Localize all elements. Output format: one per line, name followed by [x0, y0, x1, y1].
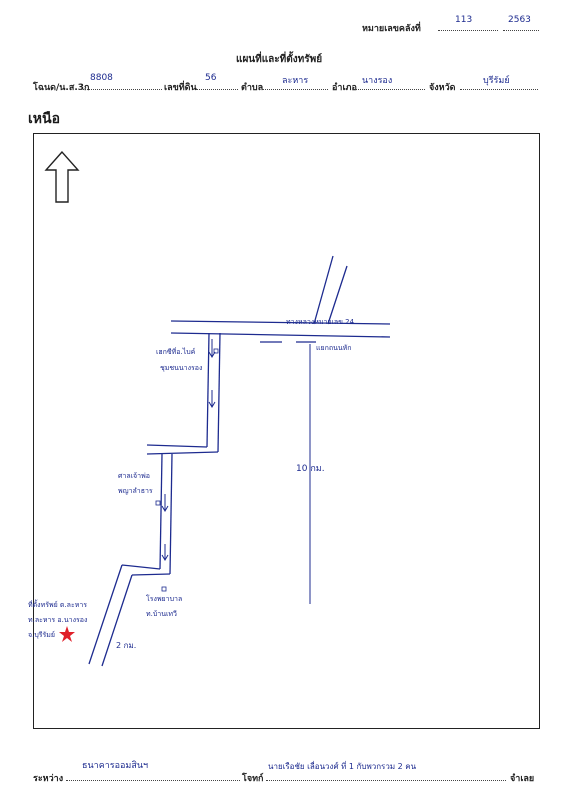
highway-bottom: [170, 332, 391, 338]
distance-main-label: 10 กม.: [296, 464, 325, 474]
road-v1-right: [217, 332, 221, 453]
distance-side-label: 2 กม.: [116, 641, 137, 650]
property-label-line-2: ท.ละหาร อ.นางรอง: [28, 616, 88, 624]
defendant-line: [266, 768, 506, 781]
subdistrict-label: ตำบล: [241, 83, 264, 93]
road-side-b: [101, 574, 133, 667]
hospital-sub-label: ท.บ้านเทวี: [146, 610, 177, 618]
temple-sub-label: พญาลำธาร: [118, 487, 153, 495]
registration-no-line: [438, 18, 498, 31]
arrow-down-icon-1: [208, 339, 216, 358]
suffix-label: จำเลย: [510, 774, 535, 784]
map-drawing: [44, 150, 391, 667]
road-side-a: [88, 564, 123, 665]
landmark-temple-icon: [155, 500, 161, 506]
between-label: ระหว่าง: [33, 774, 64, 784]
north-label: เหนือ: [28, 111, 60, 127]
district: นางรอง: [362, 76, 393, 86]
registration-year: 2563: [508, 15, 531, 25]
road-north-a: [313, 255, 334, 325]
subdistrict: ละหาร: [282, 76, 309, 86]
junction-label: แยกถนนหัก: [316, 344, 352, 352]
registration-label: หมายเลขคลังที่: [362, 24, 421, 34]
deed-no: 8808: [90, 73, 113, 83]
road-side-top: [121, 564, 161, 570]
property-label-line-3: จ.บุรีรัมย์: [28, 631, 56, 639]
road-north-b: [327, 265, 348, 325]
land-no: 56: [205, 73, 217, 83]
land-no-label: เลขที่ดิน: [164, 83, 197, 93]
subdistrict-line: [262, 77, 328, 90]
map-frame: ทางหลวงหมายเลข 24 แยกถนนหัก เฮกซีที่อ.ไบ…: [28, 133, 540, 729]
deed-line: [80, 77, 162, 90]
landmark-school-icon: [213, 348, 219, 354]
registration-year-line: [503, 18, 539, 31]
highway-top: [170, 320, 391, 325]
north-arrow-icon: [44, 150, 80, 203]
road-side-top2: [131, 573, 171, 576]
temple-label: ศาลเจ้าพ่อ: [118, 472, 150, 480]
arrow-down-icon-2: [208, 390, 216, 408]
arrow-down-icon-4: [161, 544, 169, 561]
district-line: [355, 77, 425, 90]
property-star-icon: [59, 626, 75, 642]
road-h2-bottom: [146, 451, 219, 455]
road-v2-left: [159, 453, 163, 570]
road-v2-right: [169, 453, 173, 575]
land-no-line: [196, 77, 238, 90]
province-label: จังหวัด: [429, 83, 456, 93]
road-v1-left: [206, 332, 210, 448]
defendant-text: นายเรือชัย เลื่อนวงศ์ ที่ 1 กับพวกรวม 2 …: [268, 762, 417, 771]
school-sub-label: ชุมชนนางรอง: [160, 364, 203, 372]
registration-no: 113: [455, 15, 473, 25]
deed-label: โฉนด/น.ส.3ก: [33, 83, 90, 93]
property-label-line-1: ที่ตั้งทรัพย์ ต.ละหาร: [28, 601, 88, 609]
page-title: แผนที่และที่ตั้งทรัพย์: [236, 54, 323, 65]
highway-label: ทางหลวงหมายเลข 24: [286, 318, 355, 326]
district-label: อำเภอ: [332, 83, 357, 93]
landmark-hospital-icon: [161, 586, 167, 592]
road-h2-top: [146, 444, 208, 448]
province-line: [460, 77, 538, 90]
school-label: เฮกซีที่อ.ไบค์: [156, 348, 196, 356]
bank-name: ธนาคารออมสินฯ: [82, 761, 149, 771]
province: บุรีรัมย์: [483, 76, 510, 86]
arrow-down-icon-3: [161, 494, 169, 512]
bank-name-line: [66, 768, 240, 781]
hospital-label: โรงพยาบาล: [146, 595, 183, 603]
defendant-label: โจทก์: [242, 774, 264, 784]
